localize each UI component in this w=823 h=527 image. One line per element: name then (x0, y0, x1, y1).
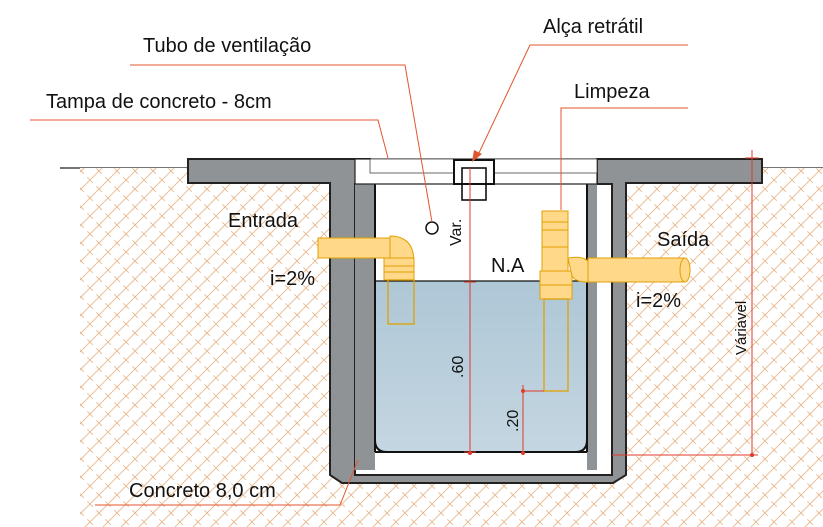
label-var: Var. (448, 219, 465, 246)
label-altura-20: .20 (505, 410, 522, 432)
water (375, 281, 587, 452)
dimension-lines (464, 150, 759, 456)
outlet-pipe (539, 210, 691, 392)
label-alca-retratil: Alça retrátil (543, 16, 643, 38)
leader-concreto (95, 459, 359, 506)
label-tampa-concreto: Tampa de concreto - 8cm (46, 91, 272, 113)
retractable-handle (453, 159, 495, 185)
soil-right (612, 168, 823, 527)
leader-tampa (30, 119, 389, 159)
label-altura-60: .60 (450, 356, 467, 378)
label-inclinacao-entrada: i=2% (270, 268, 315, 290)
ventilation-tube (425, 221, 439, 235)
inlet-pipe (317, 235, 415, 325)
label-inclinacao-saida: i=2% (636, 290, 681, 312)
label-concreto: Concreto 8,0 cm (129, 480, 276, 502)
label-saida: Saída (657, 229, 710, 251)
leader-tubo (130, 64, 433, 223)
leader-alca (477, 44, 531, 156)
label-entrada: Entrada (228, 210, 299, 232)
label-limpeza: Limpeza (574, 81, 650, 103)
leader-limpeza (560, 107, 688, 210)
label-nivel-agua: N.A (491, 255, 525, 277)
label-variavel: Váriavel (733, 301, 750, 355)
label-tubo-ventilacao: Tubo de ventilação (143, 35, 311, 57)
soil-left (80, 168, 334, 527)
